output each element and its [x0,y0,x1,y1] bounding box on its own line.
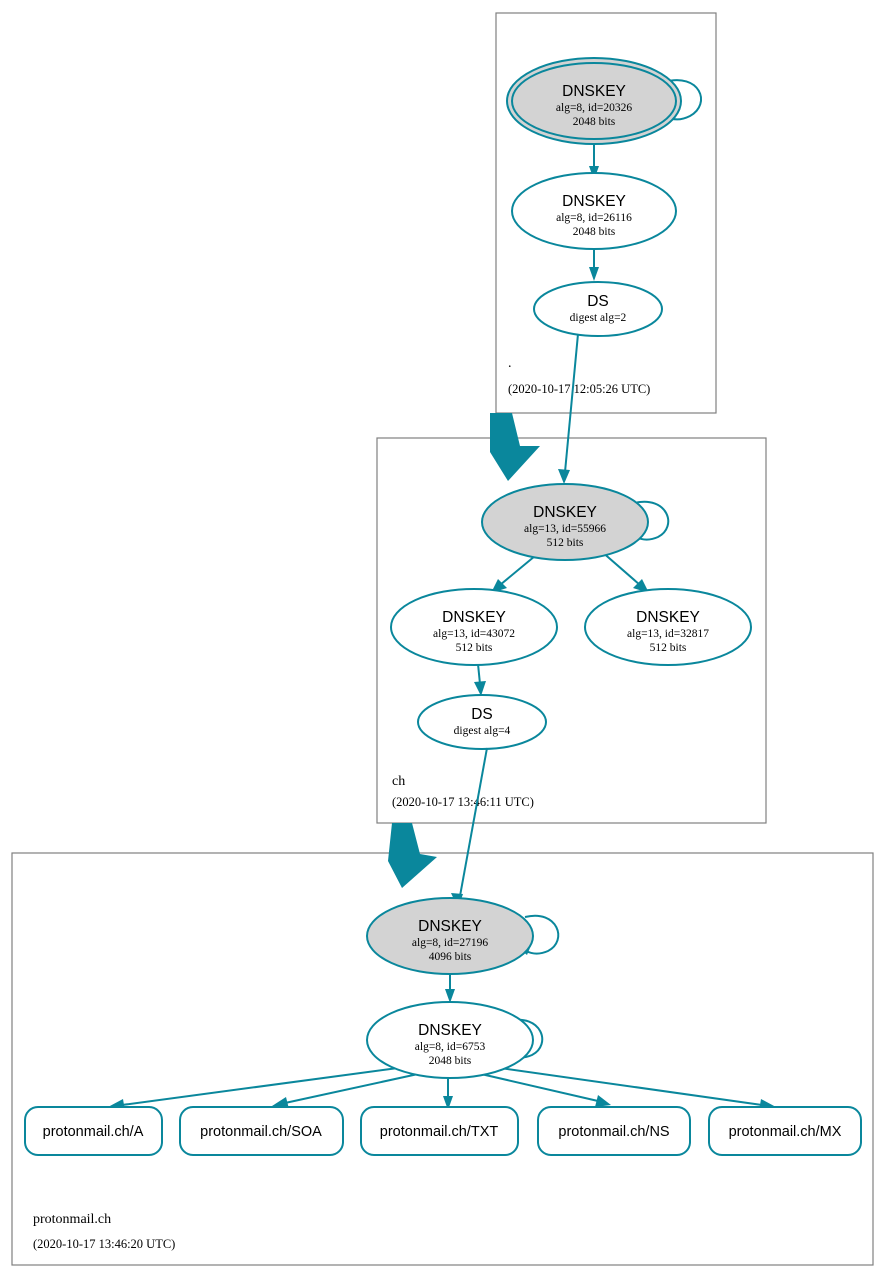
node-subtitle-alg: alg=8, id=26116 [556,212,632,224]
delegation-arrow-ch-to-protonmail [388,823,437,888]
node-title: DNSKEY [562,83,626,100]
node-subtitle-bits: 2048 bits [429,1055,472,1067]
zone-label-protonmail: protonmail.ch [33,1212,111,1227]
node-subtitle-digest: digest alg=4 [454,725,511,737]
node-ds-root[interactable]: DS digest alg=2 [533,281,663,337]
node-dnskey-pm-ksk[interactable]: DNSKEY alg=8, id=27196 4096 bits [366,897,534,975]
node-dnskey-root-zsk[interactable]: DNSKEY alg=8, id=26116 2048 bits [511,172,677,250]
edge-pm-zsk-to-rrset-soa [272,1073,419,1109]
node-dnskey-ch-zsk-43072[interactable]: DNSKEY alg=13, id=43072 512 bits [390,588,558,666]
zone-box-protonmail [11,852,874,1266]
node-subtitle-alg: alg=13, id=55966 [524,523,606,535]
node-title: DS [471,706,493,723]
edge-pm-zsk-to-rrset-a [108,1067,399,1111]
rrset-label: protonmail.ch/MX [729,1124,842,1140]
node-subtitle-bits: 512 bits [547,537,584,549]
rrset-label: protonmail.ch/A [43,1124,144,1140]
node-subtitle-bits: 2048 bits [573,116,616,128]
rrset-label: protonmail.ch/SOA [200,1124,322,1140]
node-title: DNSKEY [533,504,597,521]
node-subtitle-bits: 512 bits [456,642,493,654]
edge-root-zsk-to-root-ds [589,246,599,281]
rrset-label: protonmail.ch/TXT [380,1124,499,1140]
node-dnskey-ch-ksk[interactable]: DNSKEY alg=13, id=55966 512 bits [481,483,649,561]
node-title: DNSKEY [442,609,506,626]
zone-timestamp-root: (2020-10-17 12:05:26 UTC) [508,382,650,396]
node-title: DNSKEY [418,1022,482,1039]
node-subtitle-alg: alg=8, id=6753 [415,1041,486,1053]
edge-pm-zsk-to-rrset-txt [443,1078,453,1110]
node-subtitle-digest: digest alg=2 [570,312,627,324]
node-subtitle-bits: 512 bits [650,642,687,654]
node-title: DNSKEY [562,193,626,210]
rrset-node-mx[interactable]: protonmail.ch/MX [708,1106,862,1156]
rrset-node-txt[interactable]: protonmail.ch/TXT [360,1106,519,1156]
node-dnskey-pm-zsk[interactable]: DNSKEY alg=8, id=6753 2048 bits [366,1001,534,1079]
zone-box-ch [376,437,767,824]
rrset-node-soa[interactable]: protonmail.ch/SOA [179,1106,344,1156]
zone-label-ch: ch [392,774,405,789]
edge-ch-ds-to-pm-ksk [451,747,488,908]
node-subtitle-bits: 2048 bits [573,226,616,238]
edge-ch-ksk-to-zsk-32817 [600,550,649,593]
edge-pm-zsk-to-rrset-ns [480,1073,611,1107]
edge-ch-zsk-to-ch-ds [474,663,486,696]
node-subtitle-bits: 4096 bits [429,951,472,963]
node-title: DS [587,293,609,310]
zone-timestamp-protonmail: (2020-10-17 13:46:20 UTC) [33,1237,175,1251]
node-dnskey-root-ksk[interactable]: DNSKEY alg=8, id=20326 2048 bits [506,57,682,145]
zone-timestamp-ch: (2020-10-17 13:46:11 UTC) [392,795,534,809]
edge-root-ds-to-ch-ksk [558,333,579,484]
edge-pm-zsk-to-rrset-mx [499,1067,776,1111]
node-title: DNSKEY [636,609,700,626]
delegation-arrow-root-to-ch [490,413,540,481]
rrset-label: protonmail.ch/NS [558,1124,669,1140]
node-dnskey-ch-zsk-32817[interactable]: DNSKEY alg=13, id=32817 512 bits [584,588,752,666]
rrset-node-a[interactable]: protonmail.ch/A [24,1106,163,1156]
zone-box-root [495,12,717,414]
node-subtitle-alg: alg=13, id=32817 [627,628,709,640]
node-ds-ch[interactable]: DS digest alg=4 [417,694,547,750]
rrset-node-ns[interactable]: protonmail.ch/NS [537,1106,691,1156]
zone-label-root: . [508,356,512,371]
node-title: DNSKEY [418,918,482,935]
node-subtitle-alg: alg=8, id=20326 [556,102,632,114]
node-subtitle-alg: alg=8, id=27196 [412,937,488,949]
node-subtitle-alg: alg=13, id=43072 [433,628,515,640]
